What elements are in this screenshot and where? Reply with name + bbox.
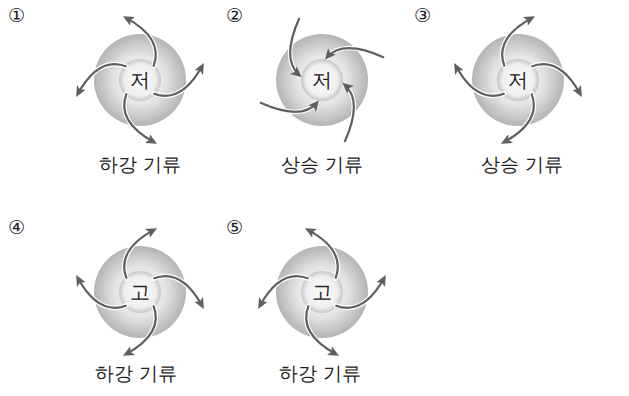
flow-arrow-halo	[335, 278, 384, 308]
inner-circle	[301, 59, 343, 101]
flow-arrow-halo	[308, 230, 338, 279]
flow-arrow	[531, 64, 580, 94]
flow-arrow	[124, 230, 154, 279]
flow-arrow	[126, 18, 156, 67]
flow-arrow	[306, 305, 336, 354]
pressure-label: 고	[312, 279, 332, 306]
flow-arrow-halo	[78, 64, 127, 94]
callout-number: ⑤	[226, 216, 243, 239]
pressure-label: 고	[130, 279, 150, 306]
flow-arrow-halo	[345, 85, 354, 142]
flow-arrow-halo	[327, 48, 384, 57]
flow-arrow-halo	[126, 18, 156, 67]
flow-arrow	[78, 278, 127, 308]
flow-arrow-halo	[153, 66, 202, 96]
flow-arrow-halo	[504, 93, 534, 142]
caption: 하강 기류	[99, 153, 181, 176]
flow-arrow	[456, 66, 505, 96]
flow-arrow-halo	[78, 278, 127, 308]
flow-arrow	[78, 64, 127, 94]
caption: 하강 기류	[95, 362, 177, 385]
flow-arrow	[124, 93, 154, 142]
flow-arrow-halo	[153, 276, 202, 306]
callout-number: ④	[8, 216, 25, 239]
flow-arrow-halo	[126, 305, 156, 354]
flow-arrow	[504, 93, 534, 142]
pressure-label: 저	[130, 67, 150, 94]
flow-arrow	[335, 278, 384, 308]
caption: 하강 기류	[279, 362, 361, 385]
flow-arrow-halo	[456, 66, 505, 96]
flow-arrow	[153, 66, 202, 96]
callout-number: ①	[8, 4, 25, 27]
flow-arrow	[260, 103, 317, 112]
flow-arrow-halo	[124, 230, 154, 279]
pressure-center: 저	[499, 61, 537, 99]
flow-arrow-halo	[260, 276, 309, 306]
flow-arrow-halo	[531, 64, 580, 94]
flow-arrow	[327, 48, 384, 57]
flow-arrow	[502, 18, 532, 67]
pressure-label: 저	[312, 67, 332, 94]
pressure-center: 고	[121, 273, 159, 311]
outer-circle	[276, 246, 368, 338]
caption: 상승 기류	[281, 153, 363, 176]
pressure-center: 고	[303, 273, 341, 311]
flow-arrow-halo	[124, 93, 154, 142]
pressure-center: 저	[121, 61, 159, 99]
caption: 상승 기류	[481, 153, 563, 176]
outer-circle	[94, 246, 186, 338]
flow-arrow-halo	[290, 18, 299, 75]
outer-circle	[94, 34, 186, 126]
flow-arrow	[153, 276, 202, 306]
flow-arrow	[126, 305, 156, 354]
callout-number: ②	[226, 4, 243, 27]
flow-arrow-halo	[306, 305, 336, 354]
outer-circle	[472, 34, 564, 126]
flow-arrow	[345, 85, 354, 142]
pressure-center: 저	[303, 61, 341, 99]
flow-arrow-halo	[260, 103, 317, 112]
callout-number: ③	[414, 4, 431, 27]
flow-arrow	[260, 276, 309, 306]
flow-arrow-halo	[502, 18, 532, 67]
pressure-label: 저	[508, 67, 528, 94]
flow-arrow	[290, 18, 299, 75]
flow-arrow	[308, 230, 338, 279]
